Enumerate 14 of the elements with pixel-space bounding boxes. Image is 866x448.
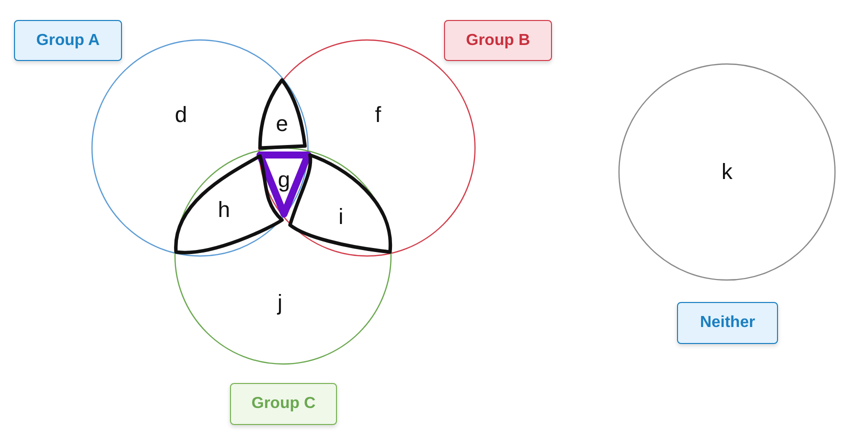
region-letter: k (722, 161, 732, 183)
region-letter: e (276, 113, 288, 135)
region-letter: h (218, 199, 230, 221)
group-tag: Group A (14, 20, 122, 61)
set-circle (618, 63, 836, 281)
region-outline (255, 78, 308, 150)
region-letter: j (278, 292, 282, 314)
region-letter: f (374, 104, 382, 126)
group-tag: Group B (444, 20, 552, 61)
region-letter: g (278, 169, 290, 191)
group-tag: Group C (230, 383, 337, 425)
group-tag: Neither (677, 302, 778, 344)
region-letter: d (174, 104, 188, 126)
region-letter: i (338, 206, 344, 228)
